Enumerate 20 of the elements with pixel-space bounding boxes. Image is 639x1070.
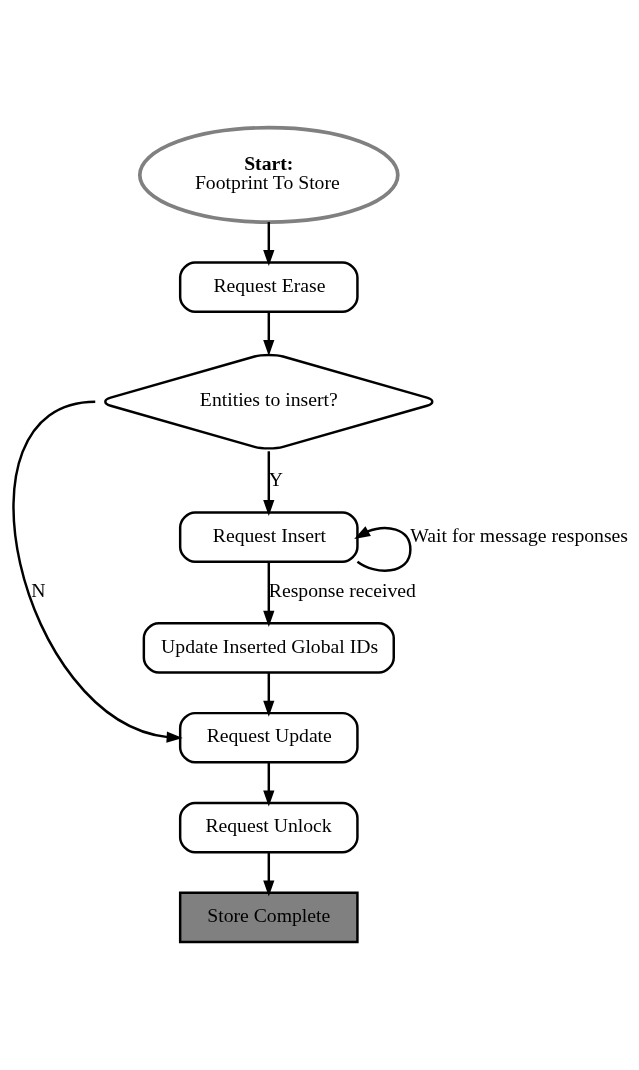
arrow: [12, 400, 183, 743]
arrow: [263, 672, 275, 717]
edge-label: Wait for message responses: [410, 523, 629, 546]
node-box: Request Update: [178, 711, 359, 764]
arrow: [263, 222, 275, 267]
edge-label: N: [31, 579, 46, 602]
edge-label: Response received: [268, 579, 416, 602]
node-box: Request Erase: [178, 261, 359, 314]
arrow: [263, 451, 275, 516]
node-box: Update Inserted Global IDs: [142, 622, 395, 674]
node-ellipse: Start: Footprint To Store: [137, 125, 400, 224]
arrow: [354, 526, 412, 572]
arrow: [263, 852, 275, 897]
node-box: Store Complete: [178, 891, 359, 944]
node-box: Request Unlock: [178, 801, 359, 854]
edge-label: Y: [268, 468, 284, 491]
arrow: [263, 561, 275, 627]
arrow: [263, 762, 275, 807]
node-box: Request Insert: [178, 511, 359, 563]
arrow: [263, 312, 275, 356]
